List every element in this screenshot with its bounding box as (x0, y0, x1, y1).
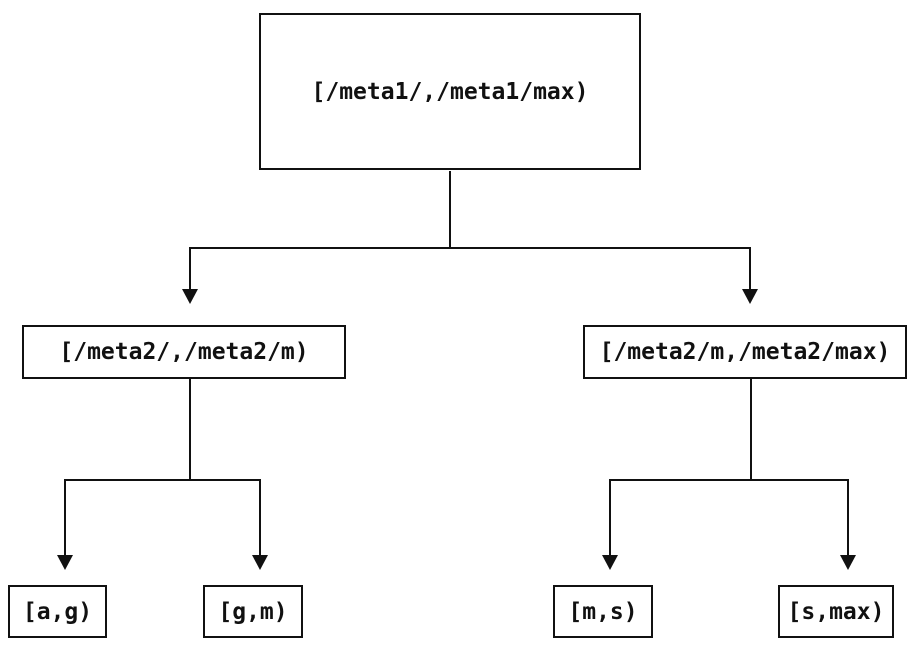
arrowhead-to-leaf-ag (57, 555, 73, 570)
node-root-label: [/meta1/,/meta1/max) (311, 78, 589, 105)
node-leaf-smax: [s,max) (778, 585, 894, 638)
edge-left-to-children (57, 379, 268, 570)
arrowhead-to-right-node (742, 289, 758, 304)
node-leaf-gm-label: [g,m) (218, 598, 288, 625)
node-leaf-ms-label: [m,s) (568, 598, 638, 625)
node-left-child-label: [/meta2/,/meta2/m) (59, 339, 309, 365)
edge-root-to-children (182, 171, 758, 304)
arrowhead-to-left-node (182, 289, 198, 304)
arrowhead-to-leaf-ms (602, 555, 618, 570)
node-leaf-ms: [m,s) (553, 585, 653, 638)
node-root: [/meta1/,/meta1/max) (259, 13, 641, 170)
node-left-child: [/meta2/,/meta2/m) (22, 325, 346, 379)
arrowhead-to-leaf-smax (840, 555, 856, 570)
node-right-child-label: [/meta2/m,/meta2/max) (599, 339, 891, 365)
node-right-child: [/meta2/m,/meta2/max) (583, 325, 907, 379)
edge-right-to-children (602, 379, 856, 570)
node-leaf-gm: [g,m) (203, 585, 303, 638)
node-leaf-ag-label: [a,g) (22, 598, 93, 625)
arrowhead-to-leaf-gm (252, 555, 268, 570)
node-leaf-ag: [a,g) (8, 585, 107, 638)
node-leaf-smax-label: [s,max) (787, 598, 885, 625)
